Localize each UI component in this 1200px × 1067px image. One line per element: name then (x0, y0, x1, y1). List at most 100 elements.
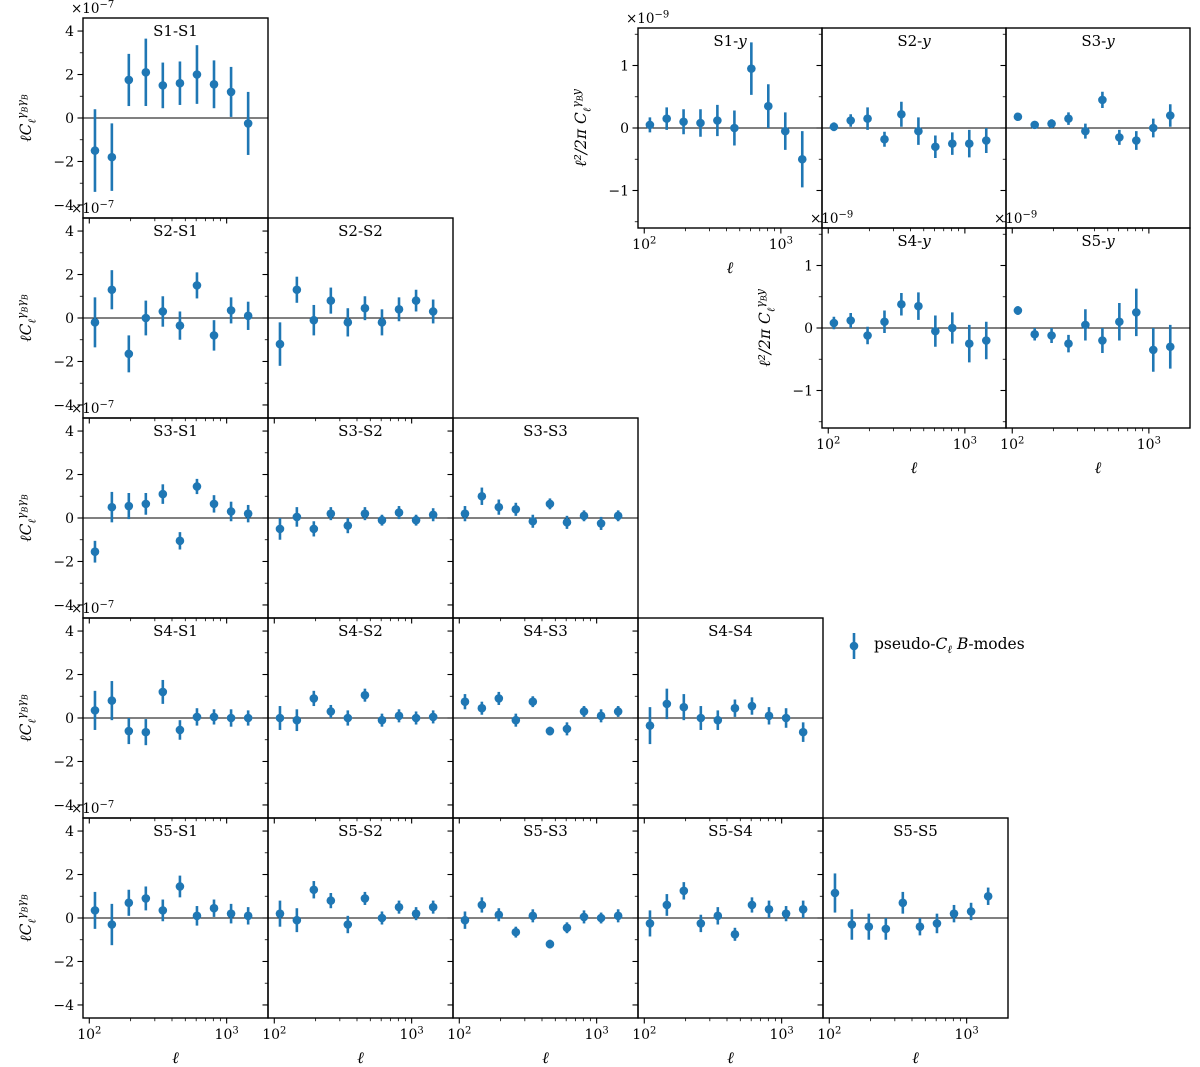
series-bmodes (1013, 91, 1175, 150)
data-point (528, 516, 538, 526)
panel-title: S5-y (1081, 232, 1115, 250)
panel-S4-S3: S4-S3 (447, 617, 639, 824)
y-axis-label: ℓCℓγBγB (15, 94, 39, 142)
series-bmodes (275, 881, 438, 934)
series-bmodes (645, 882, 808, 941)
panel-S4-S2: S4-S2 (262, 617, 454, 824)
data-point (528, 911, 538, 921)
data-point (158, 489, 168, 499)
y-tick-label: −2 (53, 554, 74, 570)
series-bmodes (275, 506, 438, 540)
series-bmodes (460, 897, 623, 949)
x-ticks (1011, 428, 1150, 434)
data-point (1131, 308, 1141, 317)
y-tick-label: 2 (65, 467, 74, 483)
y-tick-label: 2 (65, 867, 74, 883)
y-tick-label: 0 (65, 111, 74, 127)
y-tick-label: 2 (65, 67, 74, 83)
series-bmodes (90, 270, 253, 373)
data-point (243, 311, 253, 321)
data-point (343, 318, 353, 327)
x-tick-label: 103 (215, 1026, 239, 1044)
data-point (428, 902, 438, 912)
x-tick-label: 102 (817, 1026, 841, 1044)
y-tick-label: −4 (53, 798, 74, 814)
data-point (124, 501, 134, 511)
data-point (124, 726, 134, 736)
series-bmodes (645, 42, 807, 188)
panel-title: S4-S3 (523, 622, 568, 640)
data-point (243, 119, 253, 128)
legend-c: C (935, 635, 948, 654)
data-point (949, 909, 959, 918)
data-point (192, 911, 202, 921)
data-point (596, 913, 606, 923)
data-point (1081, 126, 1090, 136)
axis-offset-label: ×10−7 (71, 800, 114, 818)
data-point (545, 939, 555, 949)
data-point (192, 70, 202, 79)
data-point (947, 323, 957, 333)
data-point (645, 120, 655, 130)
axis-offset-label: ×10−9 (994, 210, 1037, 228)
data-point (309, 315, 319, 325)
y-ticks (447, 430, 453, 606)
data-point (428, 307, 438, 316)
data-point (914, 126, 923, 136)
data-point (880, 317, 889, 327)
x-ticks (88, 1018, 228, 1024)
data-point (343, 920, 353, 929)
y-tick-label: 0 (65, 311, 74, 327)
errorbar-marker-icon (849, 633, 859, 659)
panel-title: S4-y (897, 232, 931, 250)
data-point (124, 349, 134, 359)
x-tick-label: 103 (1137, 436, 1161, 454)
data-point (309, 694, 319, 703)
data-point (477, 703, 487, 713)
data-point (947, 139, 957, 148)
data-point (360, 509, 370, 518)
data-point (798, 905, 808, 914)
data-point (411, 515, 421, 525)
panel-title: S2-S2 (338, 222, 383, 240)
data-point (394, 508, 404, 517)
axis-offset-label: ×10−7 (71, 200, 114, 218)
data-point (477, 491, 487, 501)
data-point (107, 285, 117, 295)
data-point (175, 78, 185, 88)
series-bmodes (460, 487, 623, 530)
data-point (394, 305, 404, 314)
x-tick-label: 103 (955, 1026, 979, 1044)
panel-S3-S3: S3-S3 (447, 417, 639, 624)
data-point (966, 907, 976, 916)
data-point (460, 915, 470, 925)
data-point (158, 81, 168, 90)
x-ticks (643, 1018, 783, 1024)
data-point (377, 913, 387, 923)
series-bmodes (275, 276, 438, 366)
panel-title: S2-y (897, 32, 931, 50)
y-ticks (77, 630, 83, 806)
data-point (209, 331, 219, 340)
data-point (881, 924, 891, 934)
y-tick-label: 4 (65, 824, 74, 840)
y-ticks (632, 630, 638, 806)
data-point (377, 715, 387, 725)
y-tick-label: −4 (53, 998, 74, 1014)
series-bmodes (90, 38, 253, 192)
data-point (309, 524, 319, 534)
y-ticks (816, 233, 822, 423)
data-point (747, 900, 757, 910)
panel-title: S1-S1 (153, 22, 198, 40)
x-axis-label: ℓ (172, 1048, 179, 1067)
y-tick-label: 4 (65, 224, 74, 240)
data-point (645, 919, 655, 928)
data-point (662, 114, 672, 123)
data-point (511, 927, 521, 937)
data-point (107, 920, 117, 929)
